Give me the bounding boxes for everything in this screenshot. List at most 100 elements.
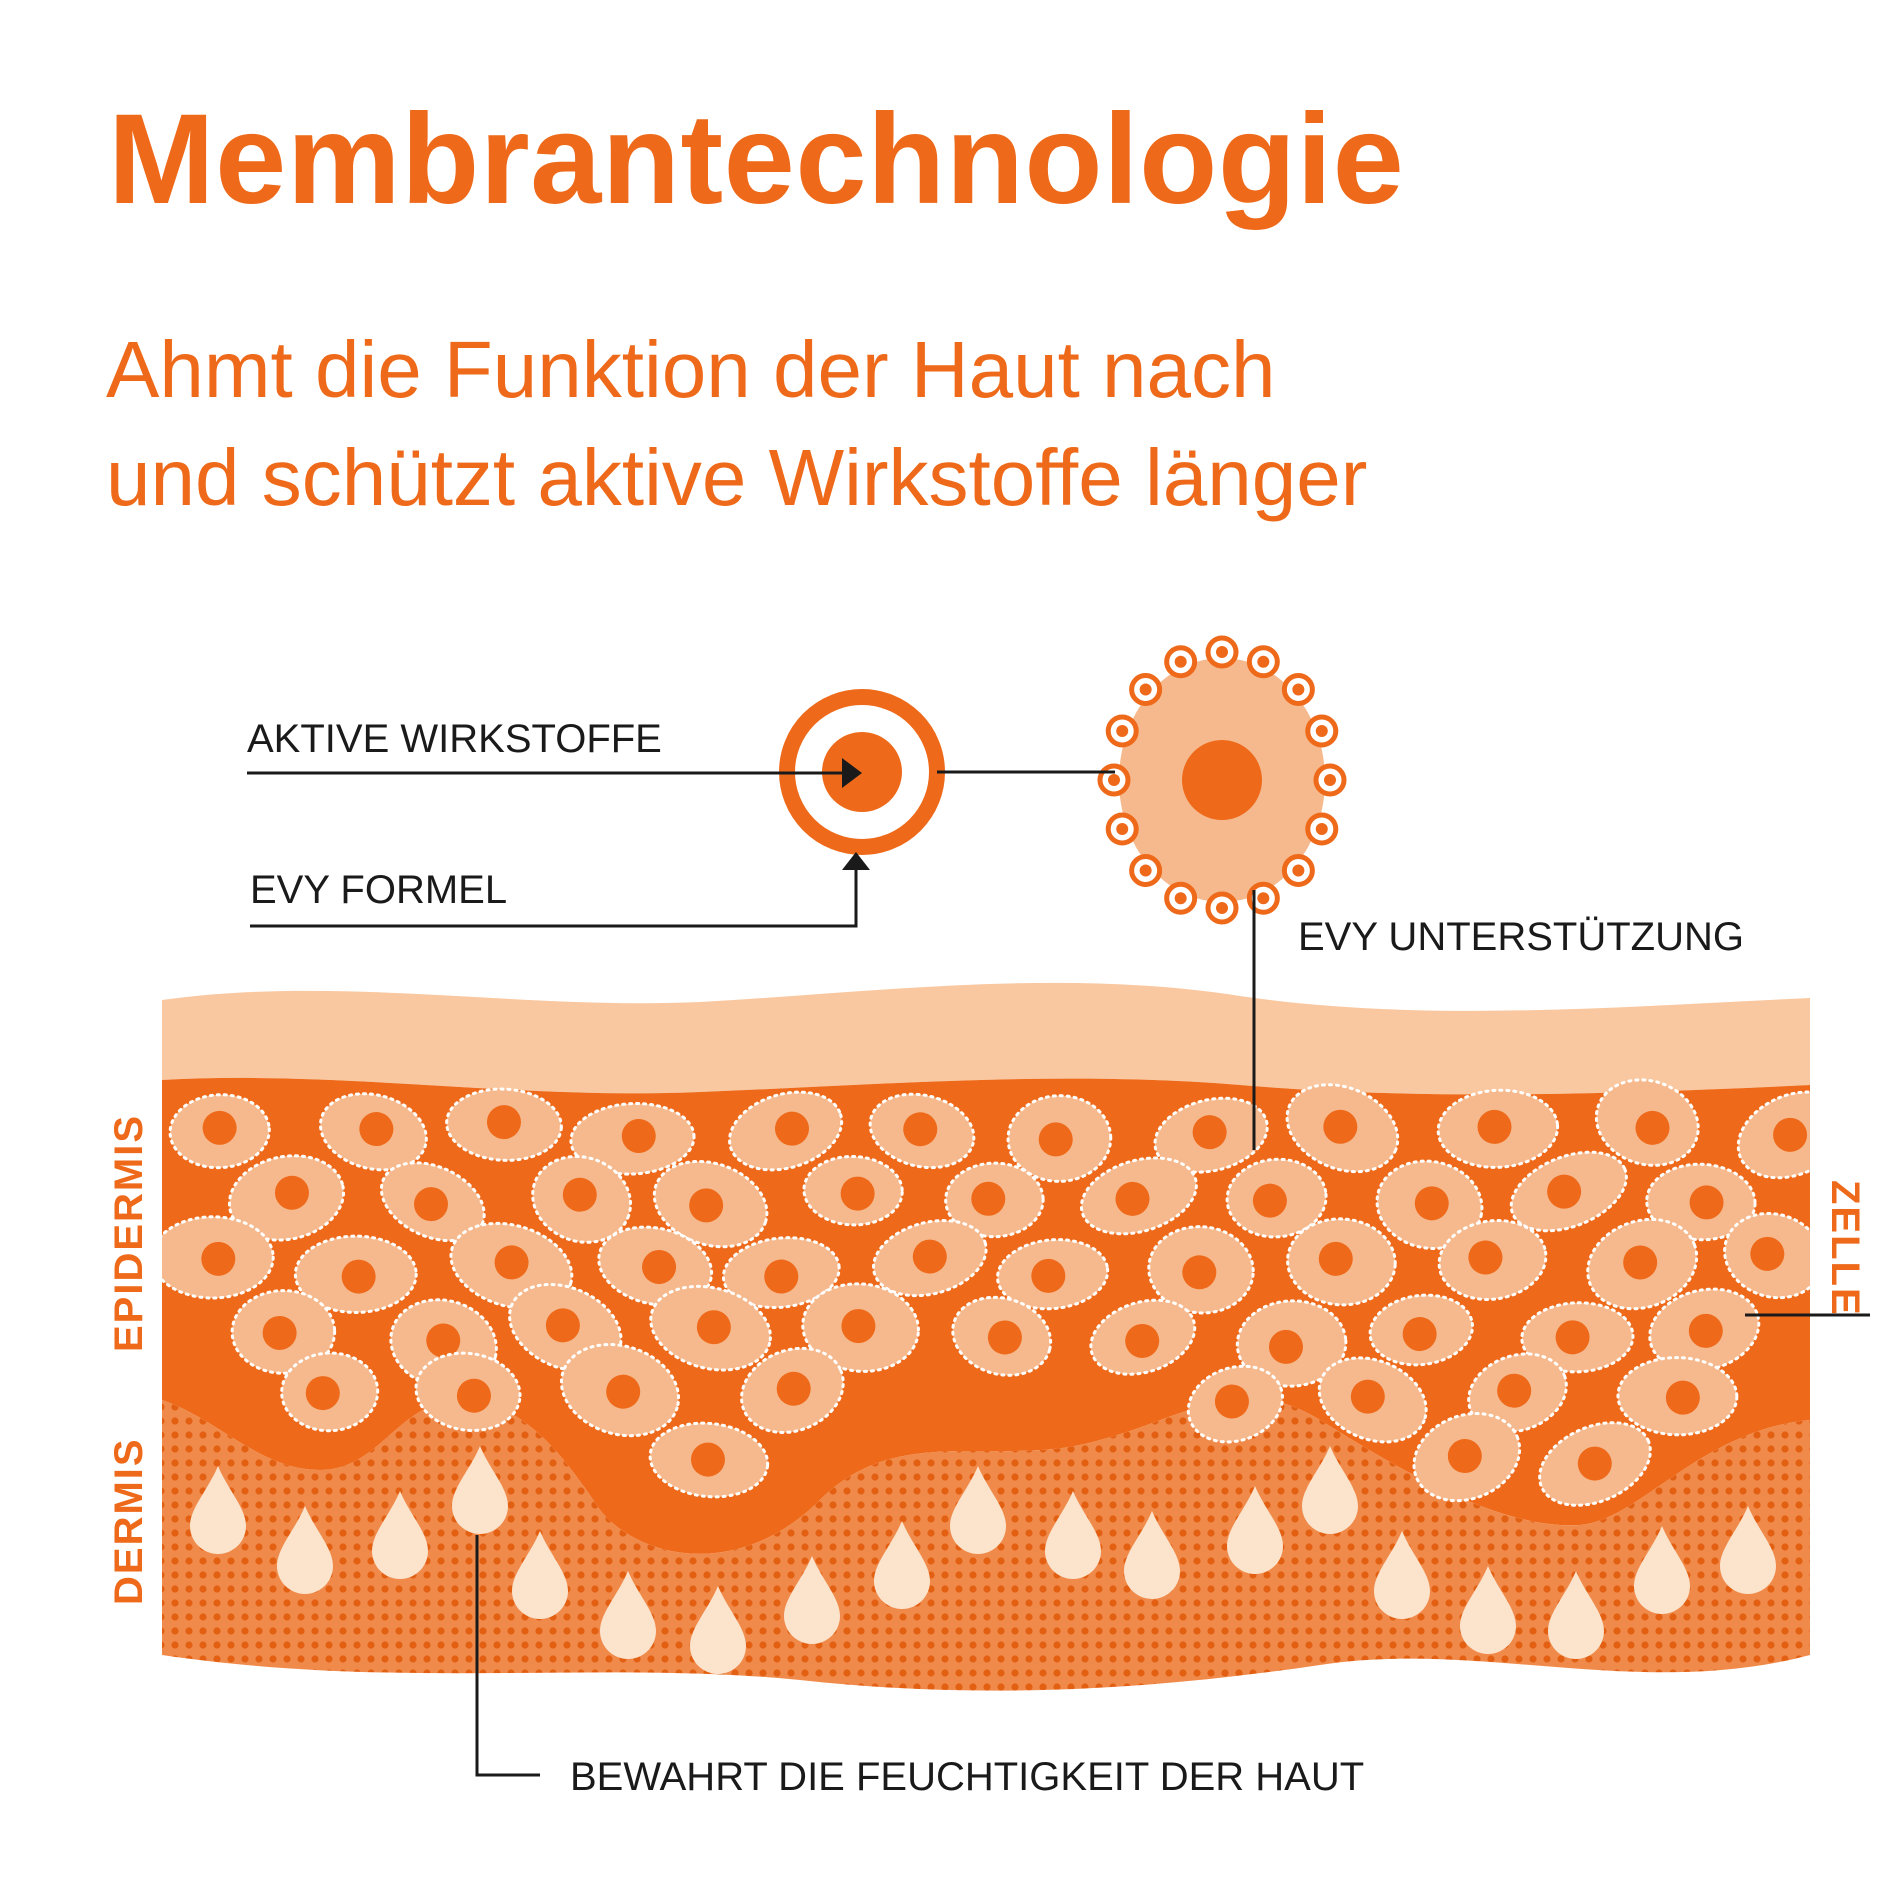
water-droplet (1227, 1486, 1283, 1574)
epidermis-cell (227, 1154, 346, 1242)
membrane-vesicle (1129, 854, 1163, 888)
water-droplet (784, 1556, 840, 1644)
epidermis-cell (1436, 1088, 1560, 1169)
water-droplet (372, 1491, 428, 1579)
epidermis-cell (1235, 1299, 1348, 1388)
arrow-right-icon (842, 758, 862, 788)
water-droplet (1124, 1511, 1180, 1599)
epidermis-cell (1594, 1078, 1700, 1167)
epidermis-cell (1520, 1301, 1635, 1374)
subtitle-line-1: Ahmt die Funktion der Haut nach (106, 325, 1276, 414)
epidermis-cell (569, 1102, 696, 1176)
epidermis-cell (652, 1159, 769, 1249)
epidermis-cell (1089, 1298, 1197, 1376)
epidermis-cell (1225, 1157, 1328, 1239)
epidermis-cell (1538, 1421, 1652, 1507)
stratum-corneum (162, 982, 1810, 1095)
water-droplet (1374, 1531, 1430, 1619)
epidermis-cell (1375, 1159, 1484, 1250)
epidermis-cell (1079, 1156, 1198, 1236)
water-droplet (512, 1531, 568, 1619)
epidermis-cell (648, 1421, 770, 1499)
water-droplet (1634, 1526, 1690, 1614)
evy-support-cell (1097, 635, 1347, 925)
epidermis-cell (649, 1284, 772, 1372)
water-droplet (1460, 1566, 1516, 1654)
membrane-vesicle (1164, 645, 1198, 679)
water-droplet (950, 1466, 1006, 1554)
epidermis-cell (1648, 1287, 1761, 1373)
label-active-ingredients: AKTIVE WIRKSTOFFE (247, 717, 662, 761)
leader-lines (247, 770, 1870, 1777)
epidermis-cell (1586, 1217, 1699, 1311)
epidermis-cell (1285, 1083, 1400, 1174)
epidermis-cell (280, 1351, 380, 1433)
epidermis-cell (597, 1225, 714, 1307)
epidermis-cell (1616, 1356, 1739, 1437)
membrane-vesicle (1281, 854, 1315, 888)
epidermis-cell (162, 1215, 275, 1300)
epidermis-cell (872, 1219, 988, 1298)
water-droplet (600, 1571, 656, 1659)
epidermis-cell (1723, 1211, 1810, 1300)
epidermis-cell (996, 1238, 1110, 1311)
membrane-vesicle (1205, 635, 1239, 669)
epidermis-cell (1645, 1162, 1757, 1242)
epidermis-cell (1467, 1352, 1568, 1434)
epidermis-cell (1412, 1412, 1522, 1503)
epidermis-cell (740, 1346, 845, 1434)
water-droplet (1720, 1506, 1776, 1594)
epidermis-cell (559, 1343, 681, 1438)
epidermis-cell (1736, 1090, 1810, 1180)
label-cell: ZELLE (1823, 1180, 1867, 1317)
water-droplet (1045, 1491, 1101, 1579)
membrane-vesicle (1313, 763, 1347, 797)
epidermis-cell (414, 1351, 522, 1432)
epidermis-cell (1437, 1219, 1548, 1301)
membrane-vesicle (1129, 672, 1163, 706)
epidermis-cell (319, 1092, 428, 1172)
label-evy-formula: EVY FORMEL (250, 868, 507, 912)
moisture-droplets (190, 1446, 1776, 1674)
membrane-vesicle (1105, 714, 1139, 748)
epidermis-cell (868, 1092, 976, 1170)
membrane-vesicle (1281, 672, 1315, 706)
membrane-vesicle (1305, 812, 1339, 846)
page-title: Membrantechnologie (108, 88, 1405, 231)
water-droplet (190, 1466, 246, 1554)
arrow-up-icon (842, 852, 870, 870)
epidermis-cell (1153, 1096, 1269, 1174)
water-droplet (452, 1446, 508, 1534)
membrane-vesicle (1305, 714, 1339, 748)
epidermis-cell (1509, 1150, 1628, 1233)
water-droplet (277, 1506, 333, 1594)
epidermis-cell (944, 1161, 1045, 1239)
epidermis-cell (1286, 1217, 1397, 1307)
water-droplet (1302, 1446, 1358, 1534)
label-dermis: DERMIS (107, 1437, 151, 1605)
epidermis-cell (531, 1154, 633, 1244)
epidermis-cell (1006, 1094, 1113, 1183)
epidermis-cell (445, 1087, 563, 1162)
epidermis-cell (293, 1234, 418, 1314)
epidermis-cell (802, 1154, 904, 1227)
water-droplet (874, 1521, 930, 1609)
epidermis-cell (951, 1295, 1053, 1377)
epidermis-cell (1368, 1293, 1474, 1367)
epidermis-cell (728, 1090, 844, 1172)
epidermis-cells (162, 1078, 1810, 1507)
epidermis-cell (721, 1236, 841, 1310)
label-epidermis: EPIDERMIS (107, 1114, 151, 1352)
epidermis-cell (1186, 1364, 1284, 1444)
epidermis-cell (801, 1282, 920, 1373)
epidermis-cell (168, 1093, 271, 1170)
membrane-vesicle (1164, 881, 1198, 915)
epidermis-cell (1147, 1225, 1255, 1315)
label-evy-support: EVY UNTERSTÜTZUNG (1298, 915, 1744, 959)
epidermis-cell (1317, 1356, 1428, 1444)
subtitle-line-2: und schützt aktive Wirkstoffe länger (106, 433, 1368, 522)
membrane-vesicle (1105, 812, 1139, 846)
water-droplet (1548, 1571, 1604, 1659)
water-droplet (690, 1586, 746, 1674)
